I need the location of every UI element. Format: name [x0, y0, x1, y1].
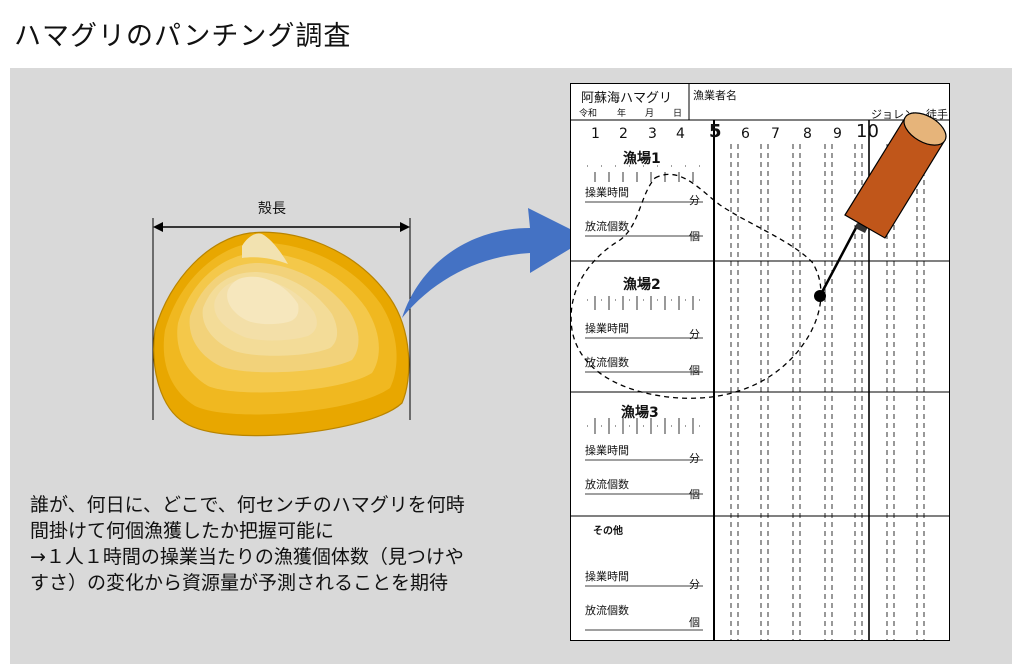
area-2-count-label: 放流個数: [585, 356, 629, 369]
size-number-6: 6: [741, 126, 750, 142]
date-label-era: 令和: [579, 109, 598, 119]
area-2-time-label: 操業時間: [585, 322, 629, 335]
illustration-layer: [152, 208, 588, 437]
tool-label: ジョレン・徒手: [871, 108, 948, 121]
area-other-count-unit: 個: [689, 616, 700, 629]
area-3-time-unit: 分: [689, 452, 700, 465]
area-2-name: 漁場2: [623, 277, 661, 293]
flow-arrow-icon: [402, 208, 588, 318]
shell-length-arrowhead-right: [400, 222, 410, 232]
area-1-count-unit: 個: [689, 230, 700, 243]
size-number-3: 3: [648, 126, 657, 142]
size-number-2: 2: [619, 126, 628, 142]
area-1-count-label: 放流個数: [585, 220, 629, 233]
form-header-title: 阿蘇海ハマグリ: [581, 91, 673, 106]
date-label-day: 日: [673, 109, 683, 119]
area-3-count-unit: 個: [689, 488, 700, 501]
size-number-7: 7: [771, 126, 780, 142]
area-2-count-unit: 個: [689, 364, 700, 377]
date-label-month: 月: [645, 109, 655, 119]
page-title: ハマグリのパンチング調査: [14, 21, 352, 52]
area-2-time-unit: 分: [689, 328, 700, 341]
size-number-4: 4: [676, 126, 685, 142]
area-1-name: 漁場1: [623, 151, 661, 167]
description-text: 誰が、何日に、どこで、何センチのハマグリを何時 間掛けて何個漁獲したか把握可能に…: [30, 492, 560, 596]
punching-record-form: 阿蘇海ハマグリ 令和 年 月 日 漁業者名 ジョレン・徒手 1 2 3 4 5 …: [570, 83, 950, 641]
area-1-time-unit: 分: [689, 194, 700, 207]
area-other-count-label: 放流個数: [585, 604, 629, 617]
size-number-5: 5: [709, 121, 722, 142]
fisher-name-label: 漁業者名: [693, 89, 737, 102]
area-other-time-unit: 分: [689, 578, 700, 591]
size-number-8: 8: [803, 126, 812, 142]
size-number-10: 10: [856, 121, 879, 142]
shell-length-arrowhead-left: [153, 222, 163, 232]
description-line-4: すさ）の変化から資源量が予測されることを期待: [30, 572, 449, 594]
area-1-time-label: 操業時間: [585, 186, 629, 199]
area-3-name: 漁場3: [621, 405, 659, 421]
area-other-time-label: 操業時間: [585, 570, 629, 583]
size-number-1: 1: [591, 126, 600, 142]
area-3-time-label: 操業時間: [585, 444, 629, 457]
description-line-2: 間掛けて何個漁獲したか把握可能に: [30, 520, 335, 542]
description-line-1: 誰が、何日に、どこで、何センチのハマグリを何時: [30, 494, 465, 516]
description-line-3: →１人１時間の操業当たりの漁獲個体数（見つけや: [30, 546, 464, 568]
size-number-9: 9: [833, 126, 842, 142]
area-3-count-label: 放流個数: [585, 478, 629, 491]
area-other-name: その他: [593, 526, 623, 537]
clam-shell-illustration: [153, 231, 410, 437]
date-label-year: 年: [617, 109, 627, 119]
shell-length-label: 殻長: [258, 201, 286, 217]
